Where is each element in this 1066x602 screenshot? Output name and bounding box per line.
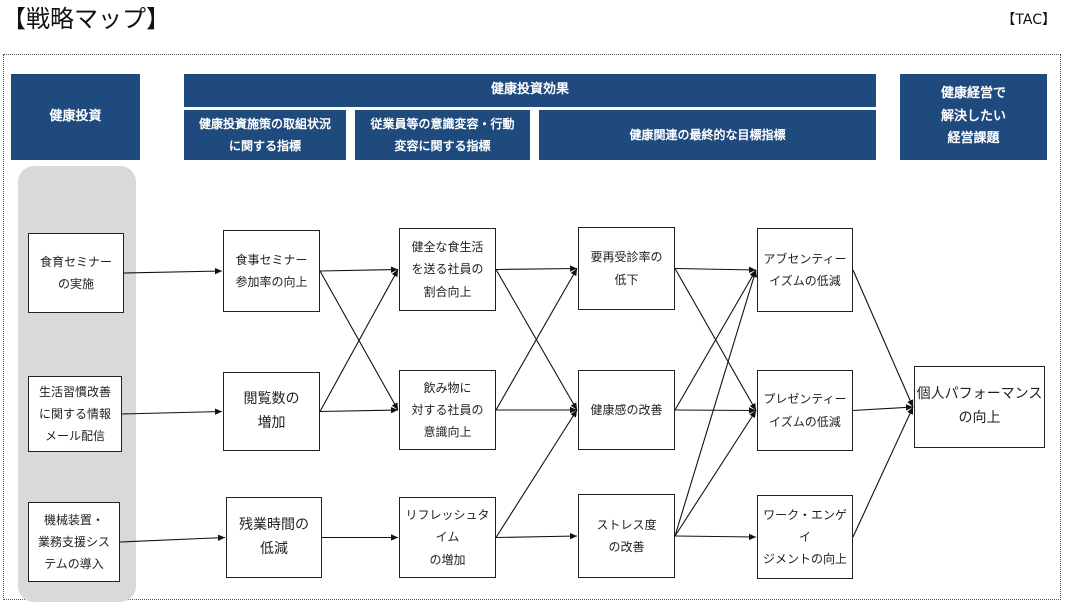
connector-arrow	[674, 410, 757, 537]
node-food-education-seminar: 食育セミナー の実施	[28, 233, 124, 313]
node-work-engagement: ワーク・エンゲイ ジメントの向上	[757, 495, 853, 579]
header-sub-activity: 健康投資施策の取組状況 に関する指標	[184, 110, 346, 160]
node-presenteeism: プレゼンティー イズムの低減	[757, 370, 853, 451]
node-label: 閲覧数の 増加	[243, 390, 300, 431]
node-label: アブセンティー イズムの低減	[763, 251, 847, 288]
connector-arrow	[495, 409, 578, 538]
node-healthy-diet: 健全な食生活 を送る社員の 割合向上	[399, 228, 496, 311]
header-investment-label: 健康投資	[49, 108, 102, 124]
connector-arrow	[674, 266, 757, 274]
header-investment: 健康投資	[11, 74, 140, 160]
connector-arrow	[852, 269, 914, 408]
page-title: 【戦略マップ】	[2, 5, 170, 33]
organization-label: 【TAC】	[1001, 12, 1056, 28]
node-view-count: 閲覧数の 増加	[223, 372, 320, 451]
node-label: リフレッシュタイム の増加	[405, 508, 490, 567]
header-effect-label: 健康投資効果	[490, 82, 569, 98]
node-absenteeism: アブセンティー イズムの低減	[757, 228, 853, 312]
header-sub-behavior-label: 従業員等の意識変容・行動 変容に関する指標	[370, 116, 515, 153]
connector-arrow	[319, 266, 399, 273]
node-label: 生活習慣改善 に関する情報 メール配信	[38, 384, 111, 444]
diagram-frame	[3, 54, 1061, 600]
node-label: 残業時間の 低減	[239, 516, 309, 557]
connector-arrow	[495, 532, 578, 540]
connector-arrow	[319, 406, 399, 414]
node-label: 食事セミナー 参加率の向上	[235, 252, 308, 289]
connector-arrow	[495, 265, 578, 272]
node-recheck-rate: 要再受診率の 低下	[578, 227, 675, 310]
connector-arrow	[319, 269, 399, 412]
connector-arrow	[674, 269, 757, 411]
node-label: 飲み物に 対する社員の 意識向上	[411, 380, 484, 440]
node-label: 機械装置・ 業務支援シス テムの導入	[37, 512, 110, 572]
node-overtime-reduction: 残業時間の 低減	[226, 497, 322, 578]
connector-arrow	[674, 269, 758, 537]
node-label: 健全な食生活 を送る社員の 割合向上	[411, 240, 484, 299]
node-label: 健康感の改善	[590, 402, 663, 417]
node-stress-level: ストレス度 の改善	[578, 494, 675, 578]
connector-arrow	[852, 404, 914, 412]
node-refresh-time: リフレッシュタイム の増加	[399, 497, 496, 578]
node-drink-awareness: 飲み物に 対する社員の 意識向上	[399, 370, 496, 450]
header-sub-outcome-label: 健康関連の最終的な目標指標	[629, 127, 786, 142]
node-label: プレゼンティー イズムの低減	[763, 392, 847, 429]
node-system-introduction: 機械装置・ 業務支援シス テムの導入	[28, 502, 120, 582]
connector-arrow	[495, 268, 578, 411]
header-sub-outcome: 健康関連の最終的な目標指標	[539, 110, 876, 160]
connector-arrow	[123, 267, 223, 275]
header-sub-behavior: 従業員等の意識変容・行動 変容に関する指標	[355, 110, 530, 160]
node-label: ワーク・エンゲイ ジメントの向上	[762, 507, 847, 567]
connector-arrow	[119, 534, 226, 543]
connector-arrow	[674, 533, 757, 541]
connector-arrow	[674, 407, 757, 414]
header-effect: 健康投資効果	[184, 74, 876, 107]
node-lifestyle-mail: 生活習慣改善 に関する情報 メール配信	[28, 376, 122, 452]
connector-arrow	[852, 406, 914, 538]
node-seminar-participation: 食事セミナー 参加率の向上	[223, 230, 320, 312]
connector-arrow	[121, 408, 223, 415]
node-health-feeling: 健康感の改善	[578, 370, 675, 450]
header-goal: 健康経営で 解決したい 経営課題	[900, 74, 1047, 160]
node-label: ストレス度 の改善	[596, 517, 657, 554]
node-label: 要再受診率の 低下	[590, 250, 663, 287]
node-label: 食育セミナー の実施	[39, 254, 112, 291]
node-label: 個人パフォーマンス の向上	[916, 386, 1043, 426]
node-individual-performance: 個人パフォーマンス の向上	[914, 366, 1045, 448]
header-goal-label: 健康経営で 解決したい 経営課題	[940, 85, 1006, 147]
header-sub-activity-label: 健康投資施策の取組状況 に関する指標	[198, 116, 331, 153]
